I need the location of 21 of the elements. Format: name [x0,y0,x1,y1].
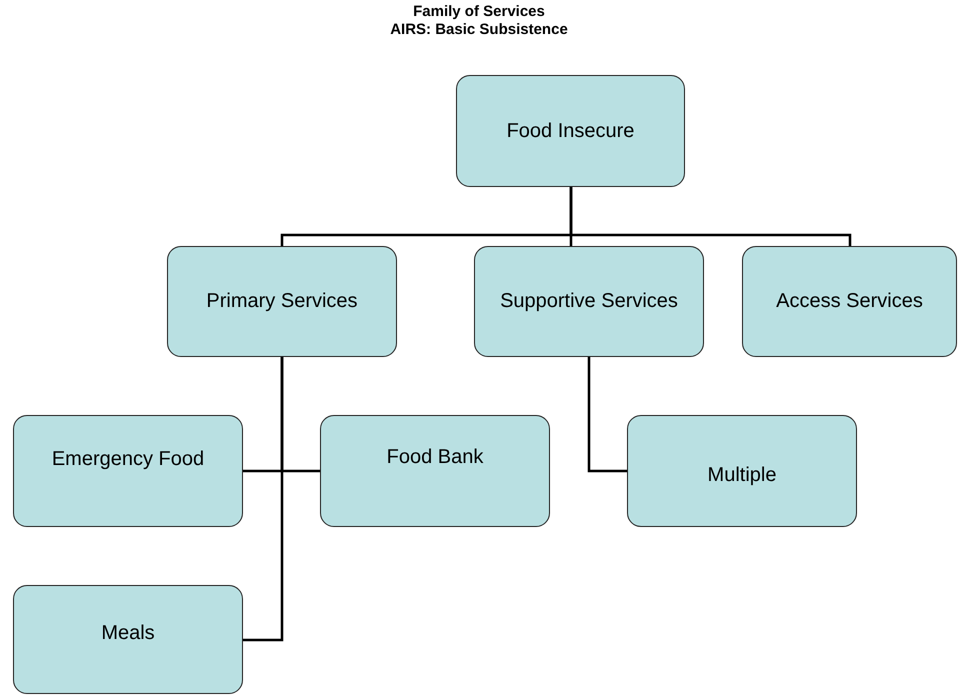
connector-line [243,357,284,642]
box-label: Food Insecure [506,120,634,142]
box-label: Access Services [776,290,923,313]
rounded-box [167,246,397,357]
rounded-box [742,246,957,357]
rounded-box [456,75,685,187]
box-label: Supportive Services [500,290,678,313]
box-label: Food Bank [386,446,484,469]
diagram-subtitle: AIRS: Basic Subsistence [389,21,569,39]
box-label: Emergency Food [52,448,204,470]
box-label: Meals [101,622,155,645]
box-label: Multiple [708,464,776,486]
rounded-box [474,246,704,357]
rounded-box [320,415,550,527]
diagram-title: Family of Services [412,3,546,21]
rounded-box [13,415,243,527]
connector-line [588,357,627,472]
rounded-box [13,585,243,694]
box-label: Primary Services [206,290,358,313]
connector-line [570,187,852,246]
rounded-box [627,415,857,527]
